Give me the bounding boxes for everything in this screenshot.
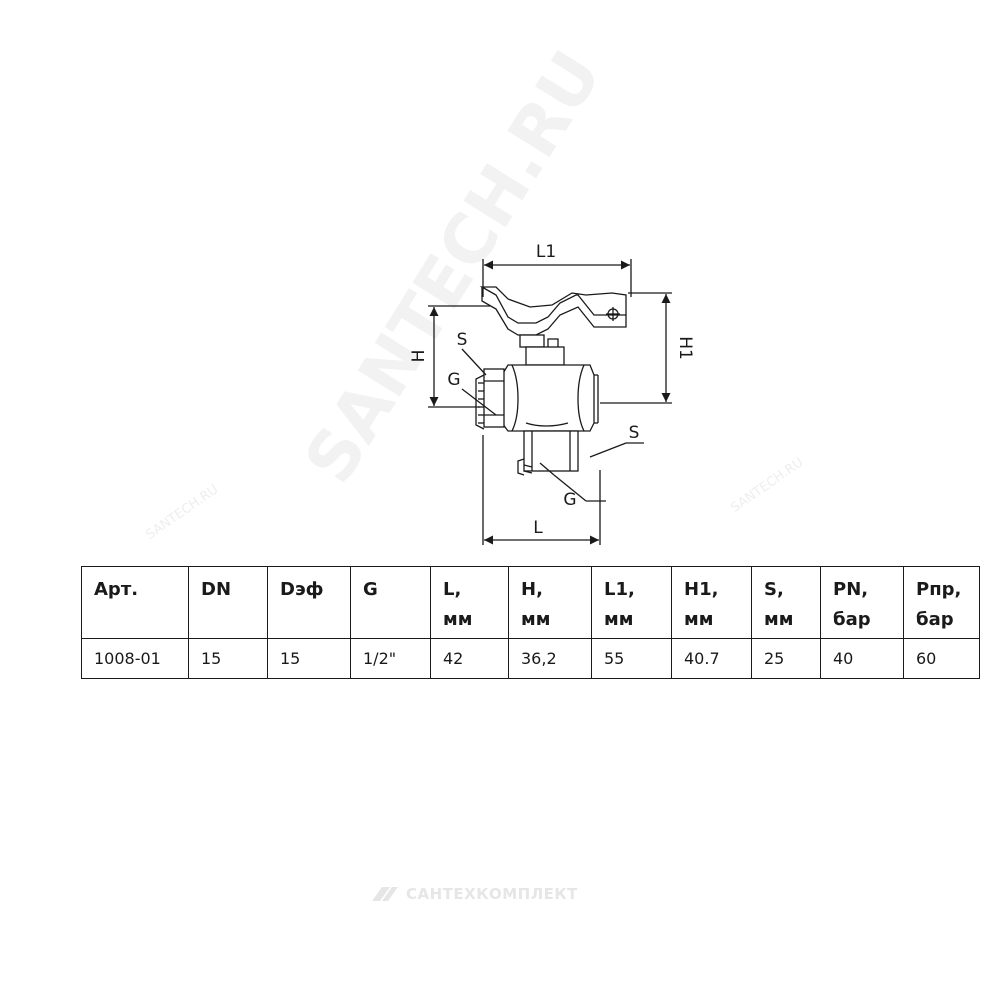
valve-body	[501, 364, 599, 432]
header-pn: PN, бар	[820, 566, 904, 639]
dimension-h1	[600, 292, 672, 404]
header-g: G	[350, 566, 431, 639]
label-h: H	[409, 350, 429, 363]
cell-ppr: 60	[903, 638, 980, 679]
santechkomplekt-logo-icon	[372, 887, 398, 901]
header-s: S, мм	[751, 566, 821, 639]
table-row: 1008-01 15 15 1/2" 42 36,2 55 40.7 25 40…	[81, 638, 980, 679]
header-dn: DN	[188, 566, 268, 639]
cell-dn: 15	[188, 638, 268, 679]
cell-pn: 40	[820, 638, 904, 679]
header-l: L, мм	[430, 566, 509, 639]
label-l1: L1	[536, 242, 556, 262]
label-h1: H1	[675, 336, 695, 360]
footer-brand: САНТЕХКОМПЛЕКТ	[370, 882, 578, 906]
header-art: Арт.	[81, 566, 189, 639]
label-l: L	[533, 518, 543, 538]
cell-s: 25	[751, 638, 821, 679]
specification-table: Арт. DN Dэф G L, мм H, мм L1, мм H1, мм …	[81, 566, 980, 679]
valve-stem	[525, 346, 565, 366]
header-h1: H1, мм	[671, 566, 752, 639]
label-s-left: S	[457, 330, 468, 350]
cell-def: 15	[267, 638, 351, 679]
ball-valve-drawing: L1 H H1 S G S G L	[400, 235, 700, 545]
label-s-right: S	[629, 423, 640, 443]
cell-h1: 40.7	[671, 638, 752, 679]
valve-left-hex-nut	[475, 368, 505, 430]
label-g-bottom: G	[563, 490, 576, 510]
table-header-row: Арт. DN Dэф G L, мм H, мм L1, мм H1, мм …	[81, 566, 980, 639]
header-h: H, мм	[508, 566, 592, 639]
cell-g: 1/2"	[350, 638, 431, 679]
header-def: Dэф	[267, 566, 351, 639]
dimension-h	[428, 305, 490, 408]
valve-bottom-connector	[517, 430, 579, 476]
cell-art: 1008-01	[81, 638, 189, 679]
watermark-santech-small-right: SANTECH.RU	[728, 455, 807, 516]
dimension-l1	[482, 259, 632, 297]
cell-l: 42	[430, 638, 509, 679]
cell-l1: 55	[591, 638, 672, 679]
label-g-left: G	[447, 370, 460, 390]
watermark-santech-small-left: SANTECH.RU	[143, 482, 222, 543]
leader-lines	[461, 348, 644, 502]
footer-brand-name: САНТЕХКОМПЛЕКТ	[406, 885, 578, 903]
cell-h: 36,2	[508, 638, 592, 679]
header-l1: L1, мм	[591, 566, 672, 639]
valve-handle	[479, 286, 627, 352]
dimension-l	[482, 435, 601, 545]
header-ppr: Рпр, бар	[903, 566, 980, 639]
